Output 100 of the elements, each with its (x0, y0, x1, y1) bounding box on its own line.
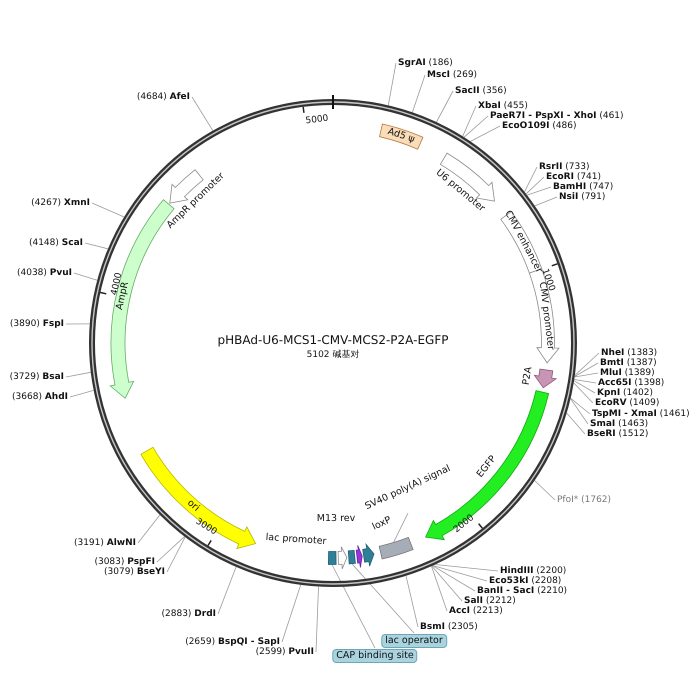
feature-label: Ad5 ψ (386, 126, 416, 145)
leader-line (524, 166, 538, 192)
leader-line (434, 564, 498, 572)
leader-line (316, 586, 319, 652)
site-label: Acc65I (1398) (598, 378, 664, 388)
leader-line (436, 90, 454, 122)
feature-tag: CAP binding site (332, 649, 418, 663)
leader-line (534, 196, 558, 206)
leader-line (566, 412, 586, 434)
site-label: SalI (2212) (464, 596, 516, 606)
site-label: (3890) FspI (10, 319, 64, 329)
site-label: NsiI (791) (559, 192, 606, 202)
leader-line (570, 398, 588, 424)
site-label: BamHI (747) (553, 182, 614, 192)
site-label: Eco53kI (2208) (489, 576, 562, 586)
leader-line (332, 564, 376, 648)
feature-label: M13 rev (316, 514, 356, 524)
leader-line (470, 126, 500, 142)
site-label: HindIII (2200) (500, 566, 566, 576)
site-label: PaeR7I - PspXI - XhoI (461) (490, 111, 624, 121)
site-label: (2883) DrdI (162, 609, 216, 619)
leader-line (534, 480, 556, 500)
leader-line (66, 372, 92, 378)
site-label: EcoRV (1409) (595, 398, 660, 408)
site-label: EcoO109I (486) (502, 121, 577, 131)
site-label: XbaI (455) (478, 101, 528, 111)
leader-line (526, 186, 552, 196)
leader-line (192, 96, 214, 131)
feature-label: loxP (371, 515, 393, 533)
feature-segment (362, 544, 374, 566)
feature-label: ori (185, 498, 202, 514)
leader-line (156, 536, 185, 562)
feature-segment (425, 390, 549, 540)
leader-line (574, 380, 596, 394)
leader-line (570, 398, 590, 414)
size-label: 5102 碱基对 (306, 350, 360, 360)
site-label: BseRI (1512) (587, 429, 648, 439)
feature-box (378, 537, 414, 560)
site-label: MluI (1389) (600, 368, 655, 378)
leader-line (92, 202, 124, 218)
leader-line (462, 106, 476, 137)
leader-line (412, 74, 426, 113)
leader-line (574, 362, 598, 377)
leader-line (84, 242, 108, 250)
site-label: MscI (269) (427, 70, 478, 80)
leader-line (138, 514, 160, 544)
leader-line (574, 379, 596, 384)
leader-line (74, 272, 98, 281)
leader-line (218, 566, 236, 614)
site-label: (4148) ScaI (28, 238, 83, 248)
site-label: (2599) PvuII (256, 647, 314, 657)
leader-line (432, 565, 476, 592)
site-label: (3668) AhdI (12, 392, 68, 402)
site-label: (2659) BspQI - SapI (185, 637, 280, 647)
tick-label: 5000 (304, 113, 329, 126)
site-label: BanII - SacI (2210) (477, 586, 568, 596)
site-label: (4267) XmnI (31, 198, 90, 208)
site-label: SmaI (1463) (590, 419, 648, 429)
feature-label: lac promoter (265, 532, 327, 548)
site-label: NheI (1383) (601, 348, 658, 358)
site-label: PfoI* (1762) (557, 495, 612, 505)
leader-line (388, 62, 396, 106)
leader-line (574, 372, 598, 378)
leader-line (574, 352, 600, 376)
feature-segment (356, 545, 363, 568)
site-label: BmtI (1387) (600, 358, 657, 368)
site-label: (3079) BseYI (104, 567, 165, 577)
leader-line (393, 512, 408, 542)
leader-line (282, 584, 302, 642)
site-label: (3191) AlwNI (74, 538, 136, 548)
site-label: RsrII (733) (539, 162, 590, 172)
leader-line (432, 565, 488, 582)
site-label: TspMI - XmaI (1461) (592, 409, 690, 419)
feature-tag: lac operator (381, 634, 447, 648)
site-label: (3729) BsaI (10, 372, 64, 382)
feature-segment (338, 546, 348, 570)
leader-line (431, 566, 448, 612)
leader-line (70, 390, 94, 398)
leader-line (526, 176, 544, 194)
site-label: (4684) AfeI (136, 92, 190, 102)
leader-line (432, 566, 462, 602)
site-label: (3083) PspFI (94, 557, 155, 567)
site-label: (4038) PvuI (16, 268, 72, 278)
feature-segment (534, 368, 557, 388)
feature-box (328, 551, 336, 565)
leader-line (352, 564, 414, 634)
leader-line (166, 536, 186, 572)
leader-line (406, 575, 418, 628)
feature-segment (140, 446, 256, 549)
site-label: EcoRI (741) (546, 172, 602, 182)
site-label: KpnI (1402) (597, 388, 653, 398)
map-title: pHBAd-U6-MCS1-CMV-MCS2-P2A-EGFP (218, 333, 448, 347)
feature-box (379, 124, 424, 150)
site-label: BsmI (2305) (420, 622, 478, 632)
feature-label: P2A (521, 366, 534, 386)
leader-line (464, 116, 488, 138)
site-label: AccI (2213) (449, 606, 503, 616)
site-label: SacII (356) (455, 86, 507, 96)
site-label: SgrAI (186) (398, 58, 453, 68)
leader-line (573, 382, 594, 404)
